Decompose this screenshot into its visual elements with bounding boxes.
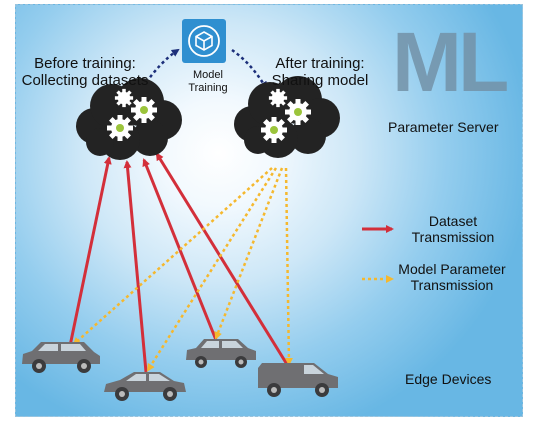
training-cube-icon — [182, 19, 226, 63]
model-training-line1: Model — [193, 69, 223, 81]
legend-model-line1: Model Parameter — [398, 261, 506, 277]
gear-icon — [114, 88, 134, 108]
model-arrow-small-suv — [214, 167, 284, 340]
edge-devices-label: Edge Devices — [405, 371, 492, 387]
model-training-label: Model Training — [176, 69, 240, 94]
van-icon — [258, 363, 338, 397]
before-training-line1: Before training: — [34, 55, 136, 72]
legend-model-label: Model Parameter Transmission — [394, 261, 510, 293]
suv-icon — [22, 342, 100, 373]
dataset-transmission-arrows — [68, 152, 290, 373]
ml-watermark: ML — [392, 15, 509, 109]
cloud-icon — [76, 78, 182, 160]
before-training-label: Before training: Collecting datasets — [16, 55, 154, 90]
link-training-to-right — [231, 48, 268, 90]
dataset-arrow-suv — [68, 156, 112, 347]
model-training-line2: Training — [188, 81, 228, 94]
after-training-label: After training: Sharing model — [256, 55, 384, 90]
model-arrow-van — [284, 167, 293, 366]
legend-dataset-line2: Transmission — [411, 229, 495, 246]
before-training-line2: Collecting datasets — [21, 72, 149, 90]
parameter-server-label: Parameter Server — [388, 119, 499, 135]
legend-dataset-line1: Dataset — [428, 213, 478, 229]
dataset-arrow-small-suv — [142, 158, 218, 341]
dataset-arrow-van — [155, 152, 290, 367]
after-training-line1: After training: — [275, 55, 365, 72]
dataset-arrow-sedan — [123, 160, 148, 373]
diagram-panel — [15, 4, 523, 417]
sedan-icon — [104, 372, 186, 401]
legend-model-line2: Transmission — [410, 277, 494, 294]
model-parameter-arrows — [72, 167, 293, 372]
gear-icon — [268, 88, 288, 108]
model-arrow-suv — [72, 167, 273, 346]
legend-dataset-label: Dataset Transmission — [398, 213, 508, 245]
after-training-line2: Sharing model — [271, 72, 369, 90]
cloud-icon — [234, 76, 340, 158]
model-arrow-sedan — [146, 167, 278, 372]
training-links — [141, 48, 268, 90]
suv-icon — [186, 339, 256, 368]
